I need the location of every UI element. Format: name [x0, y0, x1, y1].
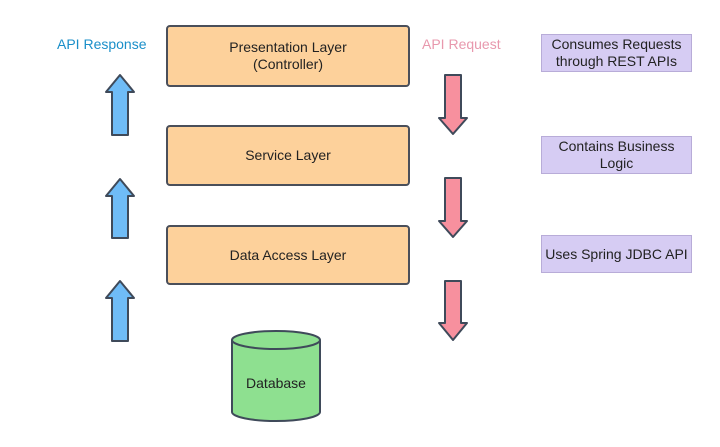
presentation-layer-box: Presentation Layer (Controller): [166, 25, 410, 87]
arrow-up-icon: [105, 178, 135, 239]
service-note: Contains Business Logic: [541, 136, 692, 174]
arrow-down-icon: [438, 177, 468, 238]
database-cylinder-icon: [231, 330, 321, 422]
data-access-layer-box: Data Access Layer: [166, 225, 410, 285]
arrow-down-icon: [438, 74, 468, 135]
presentation-note: Consumes Requests through REST APIs: [541, 34, 692, 72]
arrow-down-icon: [438, 280, 468, 341]
arrow-up-icon: [105, 74, 135, 136]
data-access-note: Uses Spring JDBC API: [541, 235, 692, 273]
api-request-label: API Request: [422, 36, 501, 52]
arrow-up-icon: [105, 280, 135, 342]
service-layer-box: Service Layer: [166, 125, 410, 186]
database-label: Database: [246, 375, 306, 391]
api-response-label: API Response: [57, 36, 147, 52]
